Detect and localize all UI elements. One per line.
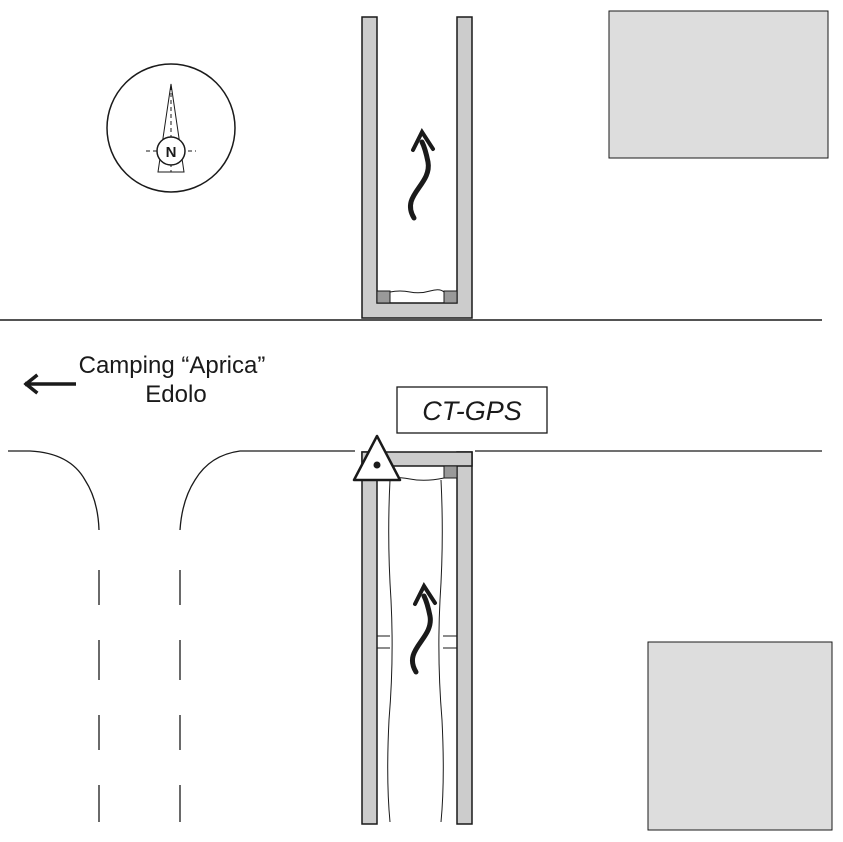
lower-channel-right-cap xyxy=(443,465,458,479)
flow-arrow-icon xyxy=(409,581,437,675)
upper-channel-left-cap xyxy=(376,290,391,304)
compass-letter: N xyxy=(166,144,177,161)
direction-sign: Camping “Aprica” Edolo xyxy=(23,352,266,408)
upper-channel xyxy=(361,16,473,319)
upper-channel-water-edge xyxy=(389,289,445,294)
north-arrow-icon: N xyxy=(106,63,236,193)
triangle-benchmark-icon xyxy=(352,434,402,482)
lower-channel-bank-right xyxy=(438,479,444,823)
building-top-right xyxy=(608,10,829,159)
lower-channel-bank-left xyxy=(387,479,393,823)
lower-channel xyxy=(361,451,473,825)
station-code: CT-GPS xyxy=(422,396,522,426)
side-road xyxy=(8,450,822,531)
direction-line-2: Edolo xyxy=(145,381,206,408)
upper-channel-right-cap xyxy=(443,290,458,304)
station-label: CT-GPS xyxy=(396,386,548,434)
side-road-dashes xyxy=(98,570,181,822)
flow-arrow-icon xyxy=(407,127,435,221)
direction-line-1: Camping “Aprica” xyxy=(79,352,266,379)
arrow-left-icon xyxy=(23,373,76,395)
building-bottom-right xyxy=(647,641,833,831)
